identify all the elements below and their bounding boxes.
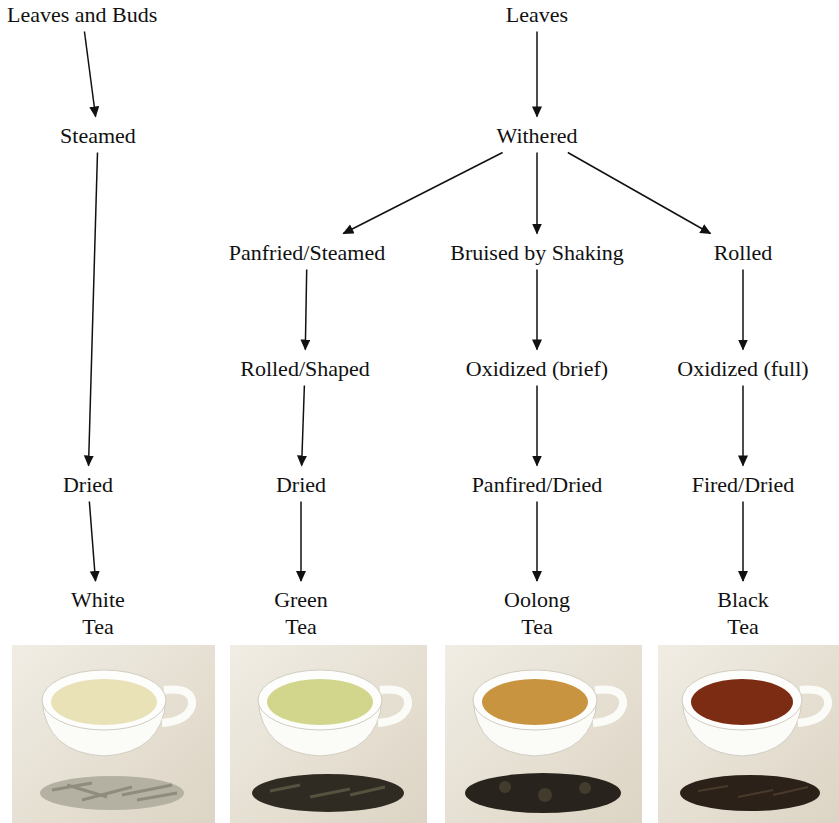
flow-arrow [742,270,744,350]
flow-arrow [84,32,95,117]
step-text: White Tea [71,586,125,640]
flow-arrow [568,153,711,234]
process-step: Bruised by Shaking [447,237,627,268]
tea-name: Green Tea [271,584,331,642]
flow-arrow [742,386,744,466]
step-text: Oxidized (full) [677,355,808,382]
process-step: Rolled [711,237,776,268]
step-text: Panfried/Steamed [229,239,385,266]
process-step: Oxidized (brief) [463,353,611,384]
step-text: Steamed [60,122,136,149]
flow-arrow [536,32,538,117]
step-text: Dried [276,471,326,498]
flow-arrow [89,502,95,582]
process-step: Rolled/Shaped [237,353,373,384]
step-text: Withered [497,122,578,149]
flow-arrow [536,386,538,466]
step-text: Rolled [714,239,773,266]
white-tea-photo [12,645,215,823]
process-step: Panfried/Steamed [226,237,388,268]
step-text: Oxidized (brief) [466,355,608,382]
process-step: Leaves [503,0,571,30]
flow-arrow [89,153,98,466]
flow-arrow [343,153,502,234]
tea-name: White Tea [68,584,128,642]
tea-name: Oolong Tea [501,584,573,642]
step-text: Fired/Dried [692,471,795,498]
step-text: Dried [63,471,113,498]
step-text: Leaves and Buds [7,1,157,28]
flow-arrow [536,502,538,582]
step-text: Panfired/Dried [472,471,603,498]
flow-arrow [742,502,744,582]
step-text: Black Tea [717,586,768,640]
black-tea-photo [658,645,839,823]
step-text: Green Tea [274,586,328,640]
process-step: Oxidized (full) [674,353,811,384]
process-step: Leaves and Buds [4,0,160,30]
process-step: Dried [273,469,329,500]
step-text: Leaves [506,1,568,28]
process-step: Fired/Dried [689,469,798,500]
process-step: Withered [494,120,581,151]
step-text: Bruised by Shaking [450,239,624,266]
flow-arrow [536,153,538,234]
step-text: Rolled/Shaped [240,355,370,382]
flow-arrow [302,386,305,466]
flow-arrow [300,502,302,582]
process-step: Panfired/Dried [469,469,606,500]
process-step: Dried [60,469,116,500]
step-text: Oolong Tea [504,586,570,640]
process-step: Steamed [57,120,139,151]
tea-name: Black Tea [714,584,771,642]
flow-arrow [305,270,306,350]
green-tea-photo [230,645,427,823]
oolong-tea-photo [445,645,642,823]
flow-arrow [536,270,538,350]
